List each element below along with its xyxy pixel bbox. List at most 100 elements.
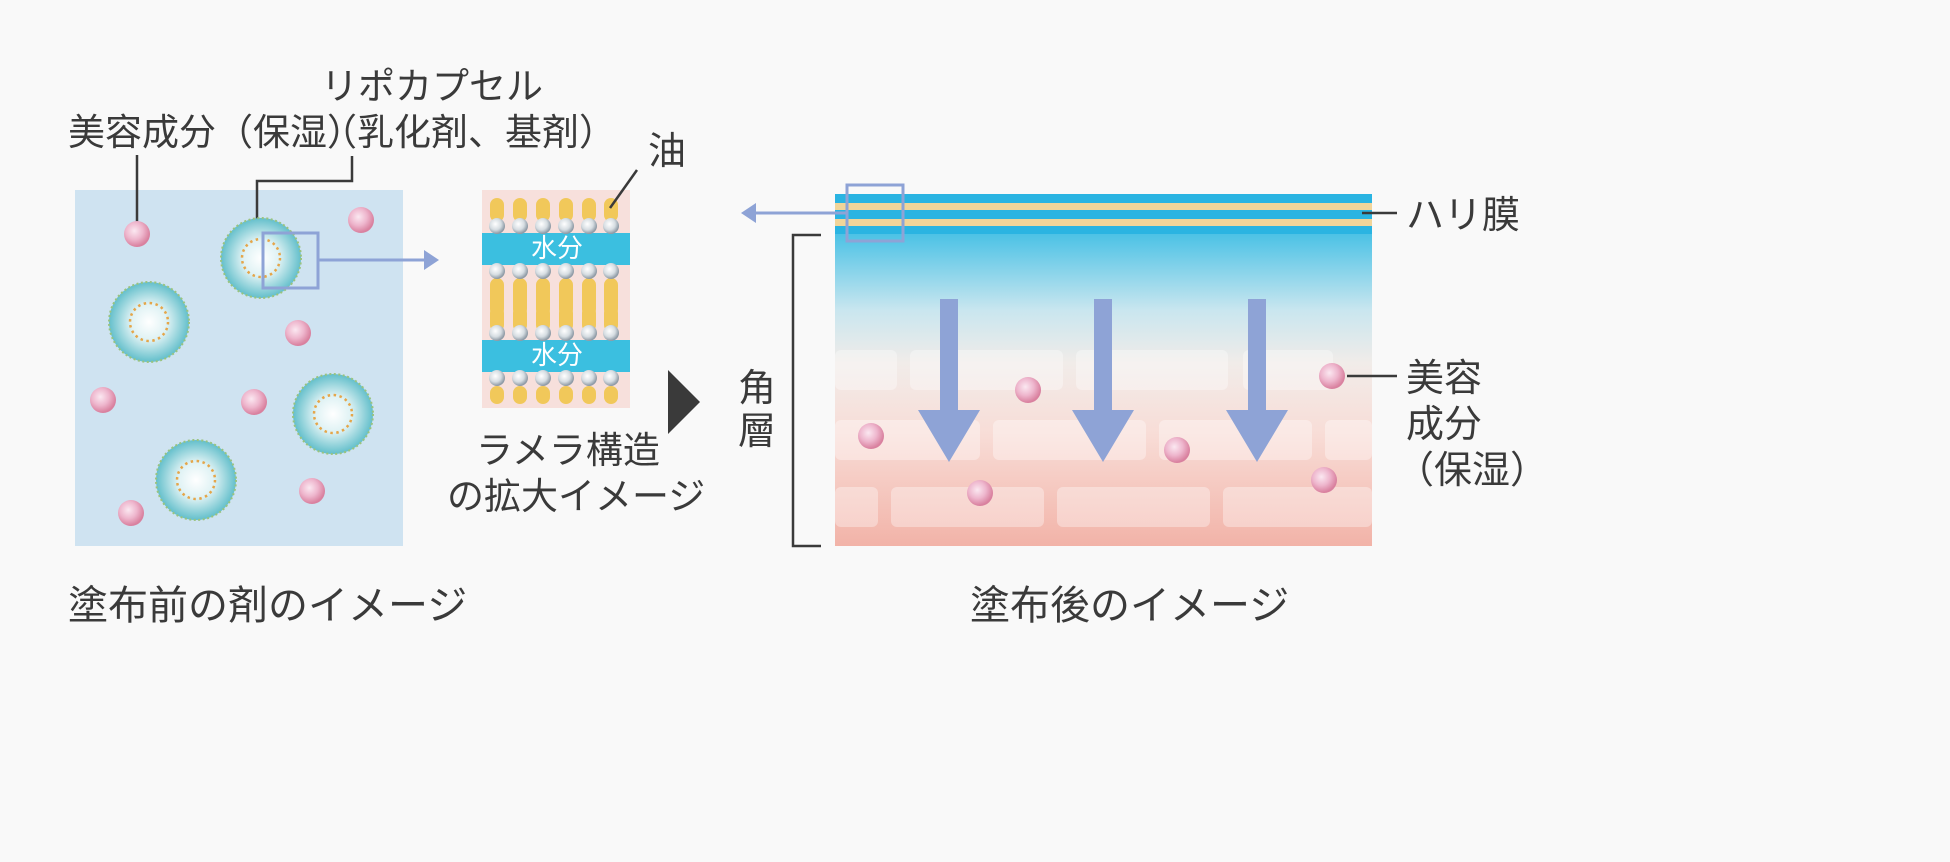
lipid-tail [604, 198, 618, 222]
water-label: 水分 [531, 234, 584, 264]
bracket-icon [791, 233, 821, 548]
lipid-tail [513, 278, 527, 316]
lipid-tail [513, 198, 527, 222]
lipid-head [512, 218, 528, 234]
lipid-head [535, 263, 551, 279]
lipid-head [558, 325, 574, 341]
water-label: 水分 [531, 341, 584, 371]
lamellar-label-line1: ラメラ構造 [476, 429, 660, 472]
lipid-head [603, 218, 619, 234]
before-application-panel [75, 155, 439, 546]
lipid-head [558, 218, 574, 234]
stratum-corneum-label-1: 角 [738, 366, 777, 410]
membrane-blue-stripe [835, 226, 1372, 234]
beauty-ingredient-dot [1311, 467, 1337, 493]
lipid-head [489, 218, 505, 234]
lipocapsule-leader [255, 156, 354, 225]
lipid-tail [559, 386, 573, 404]
down-arrow-icon [1226, 299, 1288, 462]
after-caption: 塗布後のイメージ [970, 583, 1290, 629]
lamellar-structure [482, 169, 639, 408]
lipid-tail [582, 386, 596, 404]
lipid-tail [604, 306, 618, 332]
stratum-corneum-label-2: 層 [738, 409, 777, 453]
lipid-tail [582, 306, 596, 332]
beauty-ingredient-dot [1015, 377, 1041, 403]
lipid-tail [536, 386, 550, 404]
oil-leader [608, 169, 639, 209]
lipid-head [581, 370, 597, 386]
oil-label: 油 [648, 129, 687, 173]
lipid-head [512, 370, 528, 386]
beauty-ingredient-dot [124, 221, 150, 247]
beauty-ingredient-dot [90, 387, 116, 413]
lipid-head [581, 263, 597, 279]
lipid-head [489, 370, 505, 386]
lipid-head [603, 263, 619, 279]
after-application-panel [741, 183, 1397, 548]
beauty-ingredient-dot [858, 423, 884, 449]
membrane-yellow-stripe [835, 203, 1372, 210]
lipid-tail [490, 278, 504, 316]
lipid-tail [490, 306, 504, 332]
lipid-tail [536, 198, 550, 222]
hari-membrane-label: ハリ膜 [1406, 193, 1521, 237]
left-arrow-icon [741, 203, 847, 223]
lipid-head [603, 370, 619, 386]
lipid-tail [536, 306, 550, 332]
beauty-ingredient-right-line3: （保湿） [1396, 448, 1549, 492]
beauty-ingredient-right-line2: 成分 [1406, 402, 1483, 446]
lipid-tail [604, 386, 618, 404]
lipid-tail [513, 386, 527, 404]
before-caption: 塗布前の剤のイメージ [68, 583, 468, 629]
lipid-head [558, 370, 574, 386]
lamellar-label-line2: の拡大イメージ [447, 475, 706, 518]
lipocapsule [155, 439, 237, 521]
lipocapsule-label-line2: （乳化剤、基剤） [320, 111, 616, 154]
lipid-tail [490, 386, 504, 404]
lipid-head [535, 370, 551, 386]
water-layer [482, 233, 630, 265]
lipid-head [581, 218, 597, 234]
lipid-head [581, 325, 597, 341]
lipid-tail [490, 198, 504, 222]
lipid-head [558, 263, 574, 279]
lipid-tail [559, 278, 573, 316]
water-layer [482, 340, 630, 372]
lipocapsule [292, 373, 374, 455]
beauty-ingredient-dot [299, 478, 325, 504]
beauty-ingredient-dot [1164, 437, 1190, 463]
membrane-yellow-stripe [835, 219, 1372, 226]
play-triangle-icon [668, 370, 700, 434]
lipid-tail [536, 278, 550, 316]
beauty-ingredient-dot [285, 320, 311, 346]
lipid-tail [559, 306, 573, 332]
lipid-head [535, 218, 551, 234]
beauty-ingredient-dot [118, 500, 144, 526]
beauty-ingredient-dot [348, 207, 374, 233]
membrane-blue-stripe [835, 194, 1372, 203]
lipid-tail [582, 278, 596, 316]
lipid-tail [559, 198, 573, 222]
beauty-ingredient-dot [1319, 363, 1345, 389]
beauty-ingredient-right-line1: 美容 [1406, 356, 1483, 400]
lipocapsule [108, 281, 190, 363]
lipid-molecules [489, 198, 619, 404]
membrane-blue-stripe [835, 210, 1372, 219]
beauty-ingredient-label: 美容成分（保湿） [68, 111, 364, 154]
beauty-ingredient-dot [967, 480, 993, 506]
lipid-tail [582, 198, 596, 222]
down-arrow-icon [918, 299, 980, 462]
lipid-head [512, 325, 528, 341]
lipid-head [489, 263, 505, 279]
lipid-head [489, 325, 505, 341]
lipocapsule [220, 217, 302, 299]
down-arrow-icon [1072, 299, 1134, 462]
lipid-head [535, 325, 551, 341]
beauty-ingredient-dot [241, 389, 267, 415]
lipid-head [512, 263, 528, 279]
lipocapsule-label-line1: リポカプセル [321, 65, 543, 108]
lipid-head [603, 325, 619, 341]
lipid-tail [513, 306, 527, 332]
